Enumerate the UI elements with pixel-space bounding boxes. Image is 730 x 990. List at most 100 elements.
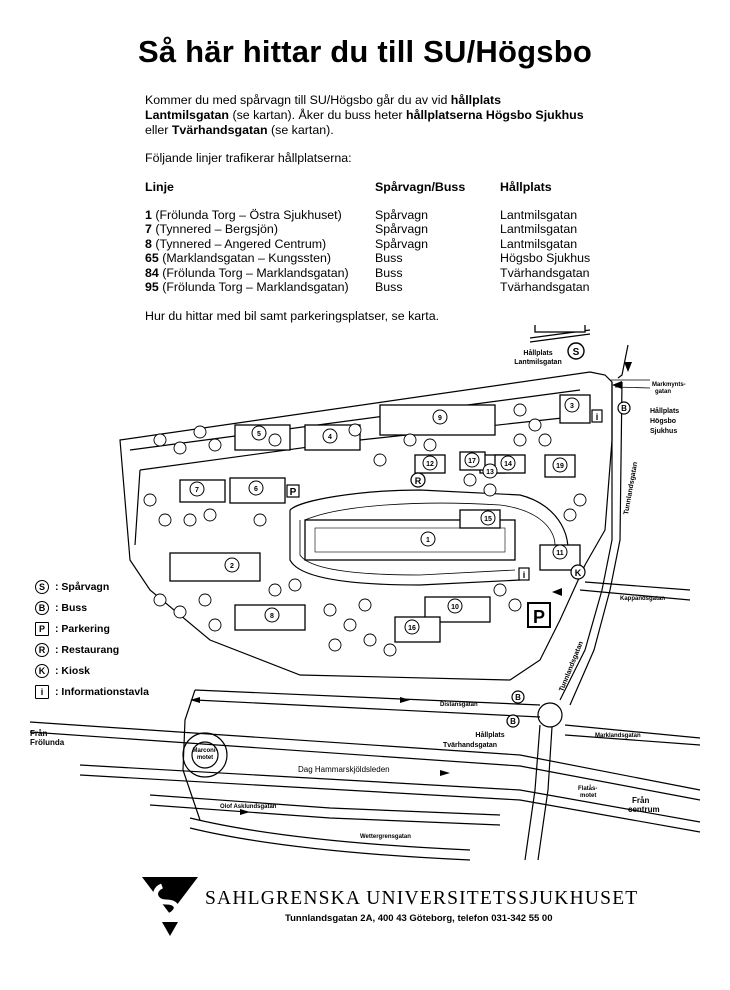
table-row: 8 (Tynnered – Angered Centrum) Spårvagn La… [145, 237, 590, 251]
line-stop: Tvärhandsgatan [500, 280, 590, 295]
line-number: 8 [145, 236, 152, 251]
line-type: Buss [375, 251, 403, 266]
line-route: (Frölunda Torg – Marklandsgatan) [158, 280, 349, 295]
svg-text:i: i [596, 412, 599, 422]
line-type: Spårvagn [375, 222, 429, 237]
legend-label: : Informationstavla [55, 685, 149, 698]
intro-part: eller [145, 123, 172, 137]
building-marker-14: 14 [500, 455, 516, 471]
restaurant-marker: R [410, 472, 426, 488]
tunnlandsgatan-lower-label: Tunnlandsgatan [558, 640, 585, 692]
intro-part: (se kartan). Åker du buss heter [229, 108, 406, 122]
legend-item: i: Informationstavla [35, 681, 149, 702]
line-stop: Högsbo Sjukhus [500, 251, 591, 266]
tunnlandsgatan-upper-label: Tunnlandsgatan [623, 461, 639, 515]
legend-label: : Buss [55, 601, 88, 614]
svg-text:B: B [621, 404, 627, 413]
header-stop: Hållplats [500, 180, 552, 194]
table-row: 1 (Frölunda Torg – Östra Sjukhuset)Spårv… [145, 208, 590, 222]
building-marker-5: 5 [251, 425, 267, 441]
svg-text:17: 17 [468, 458, 476, 465]
svg-text:15: 15 [484, 516, 492, 523]
building-marker-9: 9 [432, 409, 448, 425]
line-number: 7 [145, 222, 152, 237]
wettergren-road [189, 817, 471, 861]
line-route: (Tynnered – Bergsjön) [151, 222, 278, 237]
bus-stop-hogsbo-marker: B [617, 401, 631, 415]
line-route: (Frölunda Torg – Marklandsgatan) [158, 265, 349, 280]
tunnlandsgatan-road [559, 344, 629, 706]
building-marker-6: 6 [248, 480, 264, 496]
svg-text:19: 19 [556, 463, 564, 470]
hospital-address: Tunnlandsgatan 2A, 400 43 Göteborg, tele… [285, 913, 553, 924]
line-type: Buss [375, 280, 403, 295]
parking-large-marker: P [527, 602, 551, 628]
svg-text:2: 2 [230, 563, 234, 570]
campus-map: 1 2 3 4 5 6 7 8 9 10 11 12 13 14 15 16 1… [29, 325, 701, 861]
building-marker-8: 8 [264, 607, 280, 623]
svg-text:13: 13 [486, 469, 494, 476]
marklandsgatan-road [564, 724, 701, 746]
svg-text:5: 5 [257, 431, 261, 438]
building-marker-17: 17 [464, 452, 480, 468]
map-legend: S: Spårvagn B: Buss P: Parkering R: Rest… [35, 576, 149, 702]
kiosk-marker: K [570, 564, 586, 580]
header-linje: Linje [145, 180, 174, 194]
line-stop: Tvärhandsgatan [500, 265, 590, 280]
tram-symbol-icon: S [35, 579, 49, 594]
svg-text:12: 12 [426, 461, 434, 468]
svg-text:6: 6 [254, 486, 258, 493]
olof-asklund-label: Olof Asklundsgatan [220, 804, 277, 810]
line-type: Buss [375, 265, 403, 280]
svg-text:P: P [533, 607, 545, 627]
parking-small-marker: P [286, 484, 300, 498]
tram-station-building [534, 325, 586, 333]
building-marker-4: 4 [322, 428, 338, 444]
marklandsgatan-label: Marklandsgatan [595, 733, 641, 739]
table-header-row: Linje Spårvagn/Buss Hållplats [145, 180, 590, 208]
line-number: 95 [145, 280, 159, 295]
building-marker-12: 12 [422, 455, 438, 471]
svg-text:K: K [575, 568, 582, 578]
restaurant-symbol-icon: R [35, 642, 49, 657]
header-type: Spårvagn/Buss [375, 180, 466, 194]
building-marker-7: 7 [189, 481, 205, 497]
building-marker-1: 1 [420, 531, 436, 547]
intro-bold: hållplatserna Högsbo Sjukhus [406, 108, 584, 122]
roundabout-east [537, 702, 563, 728]
building-marker-10: 10 [447, 598, 463, 614]
building-marker-11: 11 [552, 544, 568, 560]
svg-text:8: 8 [270, 613, 274, 620]
table-row: 95 (Frölunda Torg – Marklandsgatan) Buss T… [145, 280, 590, 294]
lines-table: Linje Spårvagn/Buss Hållplats 1 (Frölund… [145, 180, 590, 294]
legend-label: : Restaurang [55, 643, 120, 656]
page-title: Så här hittar du till SU/Högsbo [137, 34, 592, 69]
line-number: 1 [145, 208, 152, 222]
line-route: (Tynnered – Angered Centrum) [151, 236, 327, 251]
building-2 [169, 552, 261, 582]
markmyntsgatan-label: Markmynts-gatan [652, 382, 686, 395]
distansgatan-road [194, 689, 541, 718]
svg-text:9: 9 [438, 415, 442, 422]
legend-item: B: Buss [35, 597, 149, 618]
line-type: Spårvagn [375, 236, 429, 251]
svg-text:P: P [290, 487, 297, 498]
building-marker-16: 16 [404, 619, 420, 635]
kappandsgatan-label: Kappandsgatan [620, 596, 665, 602]
kappansgatan-road [579, 581, 691, 601]
svg-text:11: 11 [556, 550, 564, 557]
building-marker-15: 15 [480, 510, 496, 526]
kiosk-symbol-icon: K [35, 663, 49, 678]
intro-bold: hållplats Lantmilsgatan [145, 93, 502, 122]
line-stop: Lantmilsgatan [500, 208, 578, 222]
marconimotet-label: Marconi-motet [192, 748, 217, 761]
intro-part: (se kartan). [267, 123, 334, 137]
intro-text: Kommer du med spårvagn till SU/Högsbo gå… [145, 93, 585, 138]
line-stop: Lantmilsgatan [500, 236, 578, 251]
building-marker-13: 13 [482, 463, 498, 479]
